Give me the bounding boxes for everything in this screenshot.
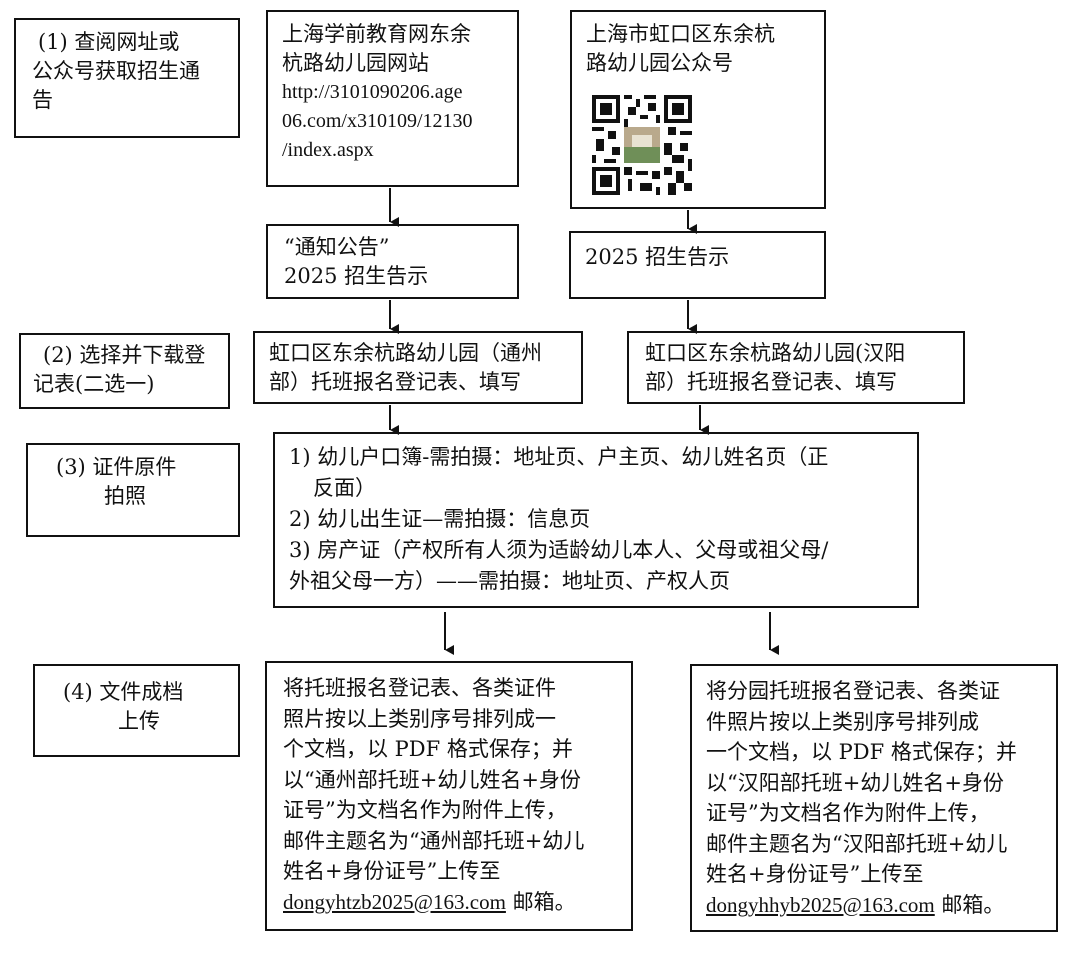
- documents-box: 1) 幼儿户口簿-需拍摄：地址页、户主页、幼儿姓名页（正 反面） 2) 幼儿出生…: [273, 432, 919, 608]
- notice-left-line-1: “通知公告”: [284, 235, 390, 259]
- upload-left-email-line: dongyhtzb2025@163.com 邮箱。: [283, 887, 631, 918]
- upload-left-line-3: 个文档，以 PDF 格式保存；并: [283, 737, 573, 761]
- upload-left-line-2: 照片按以上类别序号排列成一: [283, 706, 556, 731]
- upload-left-line-4: 以“通州部托班+幼儿姓名+身份: [283, 767, 581, 792]
- form-right-line-1: 虹口区东余杭路幼儿园(汉阳: [645, 341, 906, 365]
- website-box: 上海学前教育网东余 杭路幼儿园网站 http://3101090206.age …: [266, 10, 519, 187]
- upload-left-line-7: 姓名+身份证号”上传至: [283, 859, 501, 883]
- upload-right-email-suffix: 邮箱。: [934, 892, 1005, 917]
- notice-left-box: “通知公告” 2025 招生告示: [266, 224, 519, 299]
- upload-right-line-3: 一个文档，以 PDF 格式保存；并: [706, 740, 1017, 764]
- upload-left-email-suffix: 邮箱。: [505, 889, 576, 914]
- upload-right-line-2: 件照片按以上类别序号排列成: [706, 709, 979, 734]
- website-url-2[interactable]: 06.com/x310109/12130: [282, 110, 473, 132]
- form-left-line-2: 部）托班报名登记表、填写: [269, 370, 521, 394]
- upload-right-email-line: dongyhhyb2025@163.com 邮箱。: [706, 890, 1056, 921]
- step-4-line-2: 上传: [118, 709, 160, 733]
- notice-right-box: 2025 招生告示: [569, 231, 826, 299]
- notice-right-text: 2025 招生告示: [585, 245, 730, 269]
- website-title-2: 杭路幼儿园网站: [282, 51, 429, 75]
- step-1-line-1: (1) 查阅网址或: [38, 30, 180, 54]
- website-url-3[interactable]: /index.aspx: [282, 139, 374, 161]
- upload-right-email-link[interactable]: dongyhhyb2025@163.com: [706, 892, 935, 917]
- form-right-box: 虹口区东余杭路幼儿园(汉阳 部）托班报名登记表、填写: [627, 331, 965, 404]
- notice-left-line-2: 2025 招生告示: [284, 264, 429, 288]
- step-3-line-2: 拍照: [104, 484, 146, 508]
- form-right-line-2: 部）托班报名登记表、填写: [645, 370, 897, 394]
- step-2-line-2: 记表(二选一): [33, 372, 155, 396]
- step-1-line-3: 告: [32, 88, 53, 112]
- documents-line-5: 外祖父母一方）——需拍摄：地址页、产权人页: [289, 569, 730, 593]
- documents-line-1: 1) 幼儿户口簿-需拍摄：地址页、户主页、幼儿姓名页（正: [289, 445, 829, 469]
- upload-right-line-6: 邮件主题名为“汉阳部托班+幼儿: [706, 831, 1008, 856]
- upload-right-line-7: 姓名+身份证号”上传至: [706, 862, 924, 886]
- step-3-line-1: (3) 证件原件: [56, 455, 177, 479]
- upload-left-line-6: 邮件主题名为“通州部托班+幼儿: [283, 828, 585, 853]
- upload-left-box: 将托班报名登记表、各类证件 照片按以上类别序号排列成一 个文档，以 PDF 格式…: [265, 661, 633, 931]
- website-title-1: 上海学前教育网东余: [282, 22, 471, 46]
- step-2-line-1: (2) 选择并下载登: [43, 343, 206, 367]
- upload-left-line-1: 将托班报名登记表、各类证件: [283, 676, 556, 700]
- wechat-title-2: 路幼儿园公众号: [586, 51, 733, 75]
- upload-left-line-5: 证号”为文档名作为附件上传，: [283, 798, 567, 822]
- step-2-label: (2) 选择并下载登 记表(二选一): [19, 333, 230, 409]
- documents-line-3: 2) 幼儿出生证—需拍摄：信息页: [289, 507, 591, 531]
- upload-right-box: 将分园托班报名登记表、各类证 件照片按以上类别序号排列成 一个文档，以 PDF …: [690, 664, 1058, 932]
- form-left-box: 虹口区东余杭路幼儿园（通州 部）托班报名登记表、填写: [253, 331, 583, 404]
- qr-code-icon[interactable]: [592, 95, 692, 195]
- upload-right-line-4: 以“汉阳部托班+幼儿姓名+身份: [706, 770, 1004, 795]
- step-1-label: (1) 查阅网址或 公众号获取招生通 告: [14, 18, 240, 138]
- step-4-line-1: (4) 文件成档: [63, 680, 184, 704]
- website-url-1[interactable]: http://3101090206.age: [282, 81, 463, 103]
- form-left-line-1: 虹口区东余杭路幼儿园（通州: [269, 341, 542, 365]
- documents-line-2: 反面）: [313, 476, 376, 500]
- step-3-label: (3) 证件原件 拍照: [26, 443, 240, 537]
- documents-line-4: 3) 房产证（产权所有人须为适龄幼儿本人、父母或祖父母/: [289, 538, 829, 562]
- upload-right-line-1: 将分园托班报名登记表、各类证: [706, 679, 1000, 703]
- upload-right-line-5: 证号”为文档名作为附件上传，: [706, 801, 990, 825]
- step-4-label: (4) 文件成档 上传: [33, 664, 240, 757]
- step-1-line-2: 公众号获取招生通: [32, 59, 200, 83]
- upload-left-email-link[interactable]: dongyhtzb2025@163.com: [283, 889, 506, 914]
- wechat-title-1: 上海市虹口区东余杭: [586, 22, 775, 46]
